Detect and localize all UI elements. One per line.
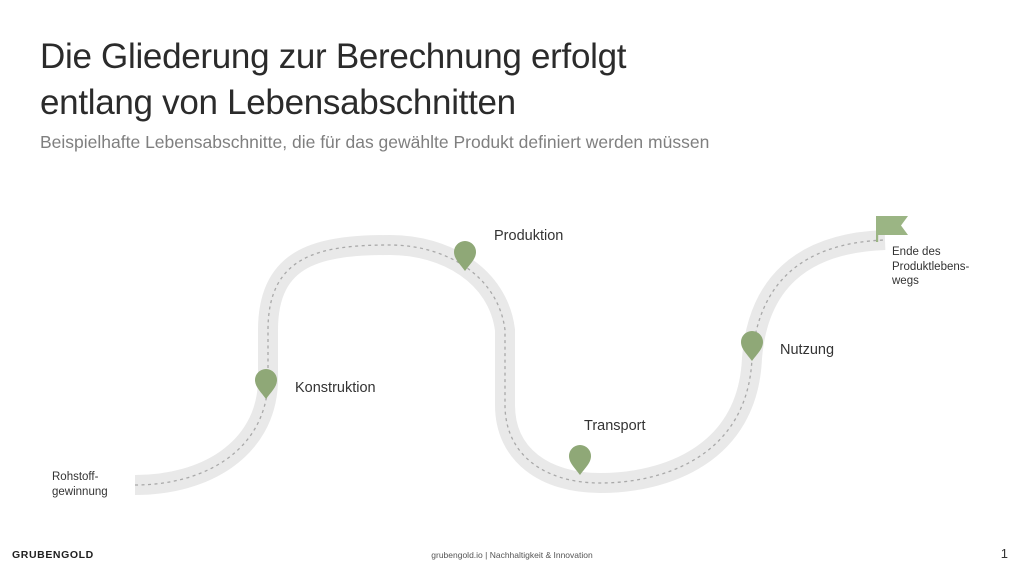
stage-label-konstruktion: Konstruktion [295, 380, 376, 396]
company-logo: GRUBENGOLD [12, 549, 94, 561]
title-line-2: entlang von Lebensabschnitten [40, 83, 516, 122]
stage-label-produktion: Produktion [494, 228, 564, 244]
road-band [134, 230, 886, 495]
stage-label-nutzung: Nutzung [780, 342, 835, 358]
stage-label-ende: Ende des Produktlebens-wegs [892, 246, 970, 287]
flag-icon [876, 216, 908, 242]
page-number: 1 [1000, 546, 1008, 561]
slide-subtitle: Beispielhafte Lebensabschnitte, die für … [40, 132, 710, 152]
stage-label-transport: Transport [584, 418, 646, 434]
slide-title: Die Gliederung zur Berechnung erfolgt en… [40, 34, 940, 126]
footer-caption: grubengold.io | Nachhaltigkeit & Innovat… [431, 550, 593, 560]
title-line-1: Die Gliederung zur Berechnung erfolgt [40, 37, 627, 76]
stage-label-rohstoffgewinnung: Rohstoff-gewinnung [52, 471, 108, 498]
